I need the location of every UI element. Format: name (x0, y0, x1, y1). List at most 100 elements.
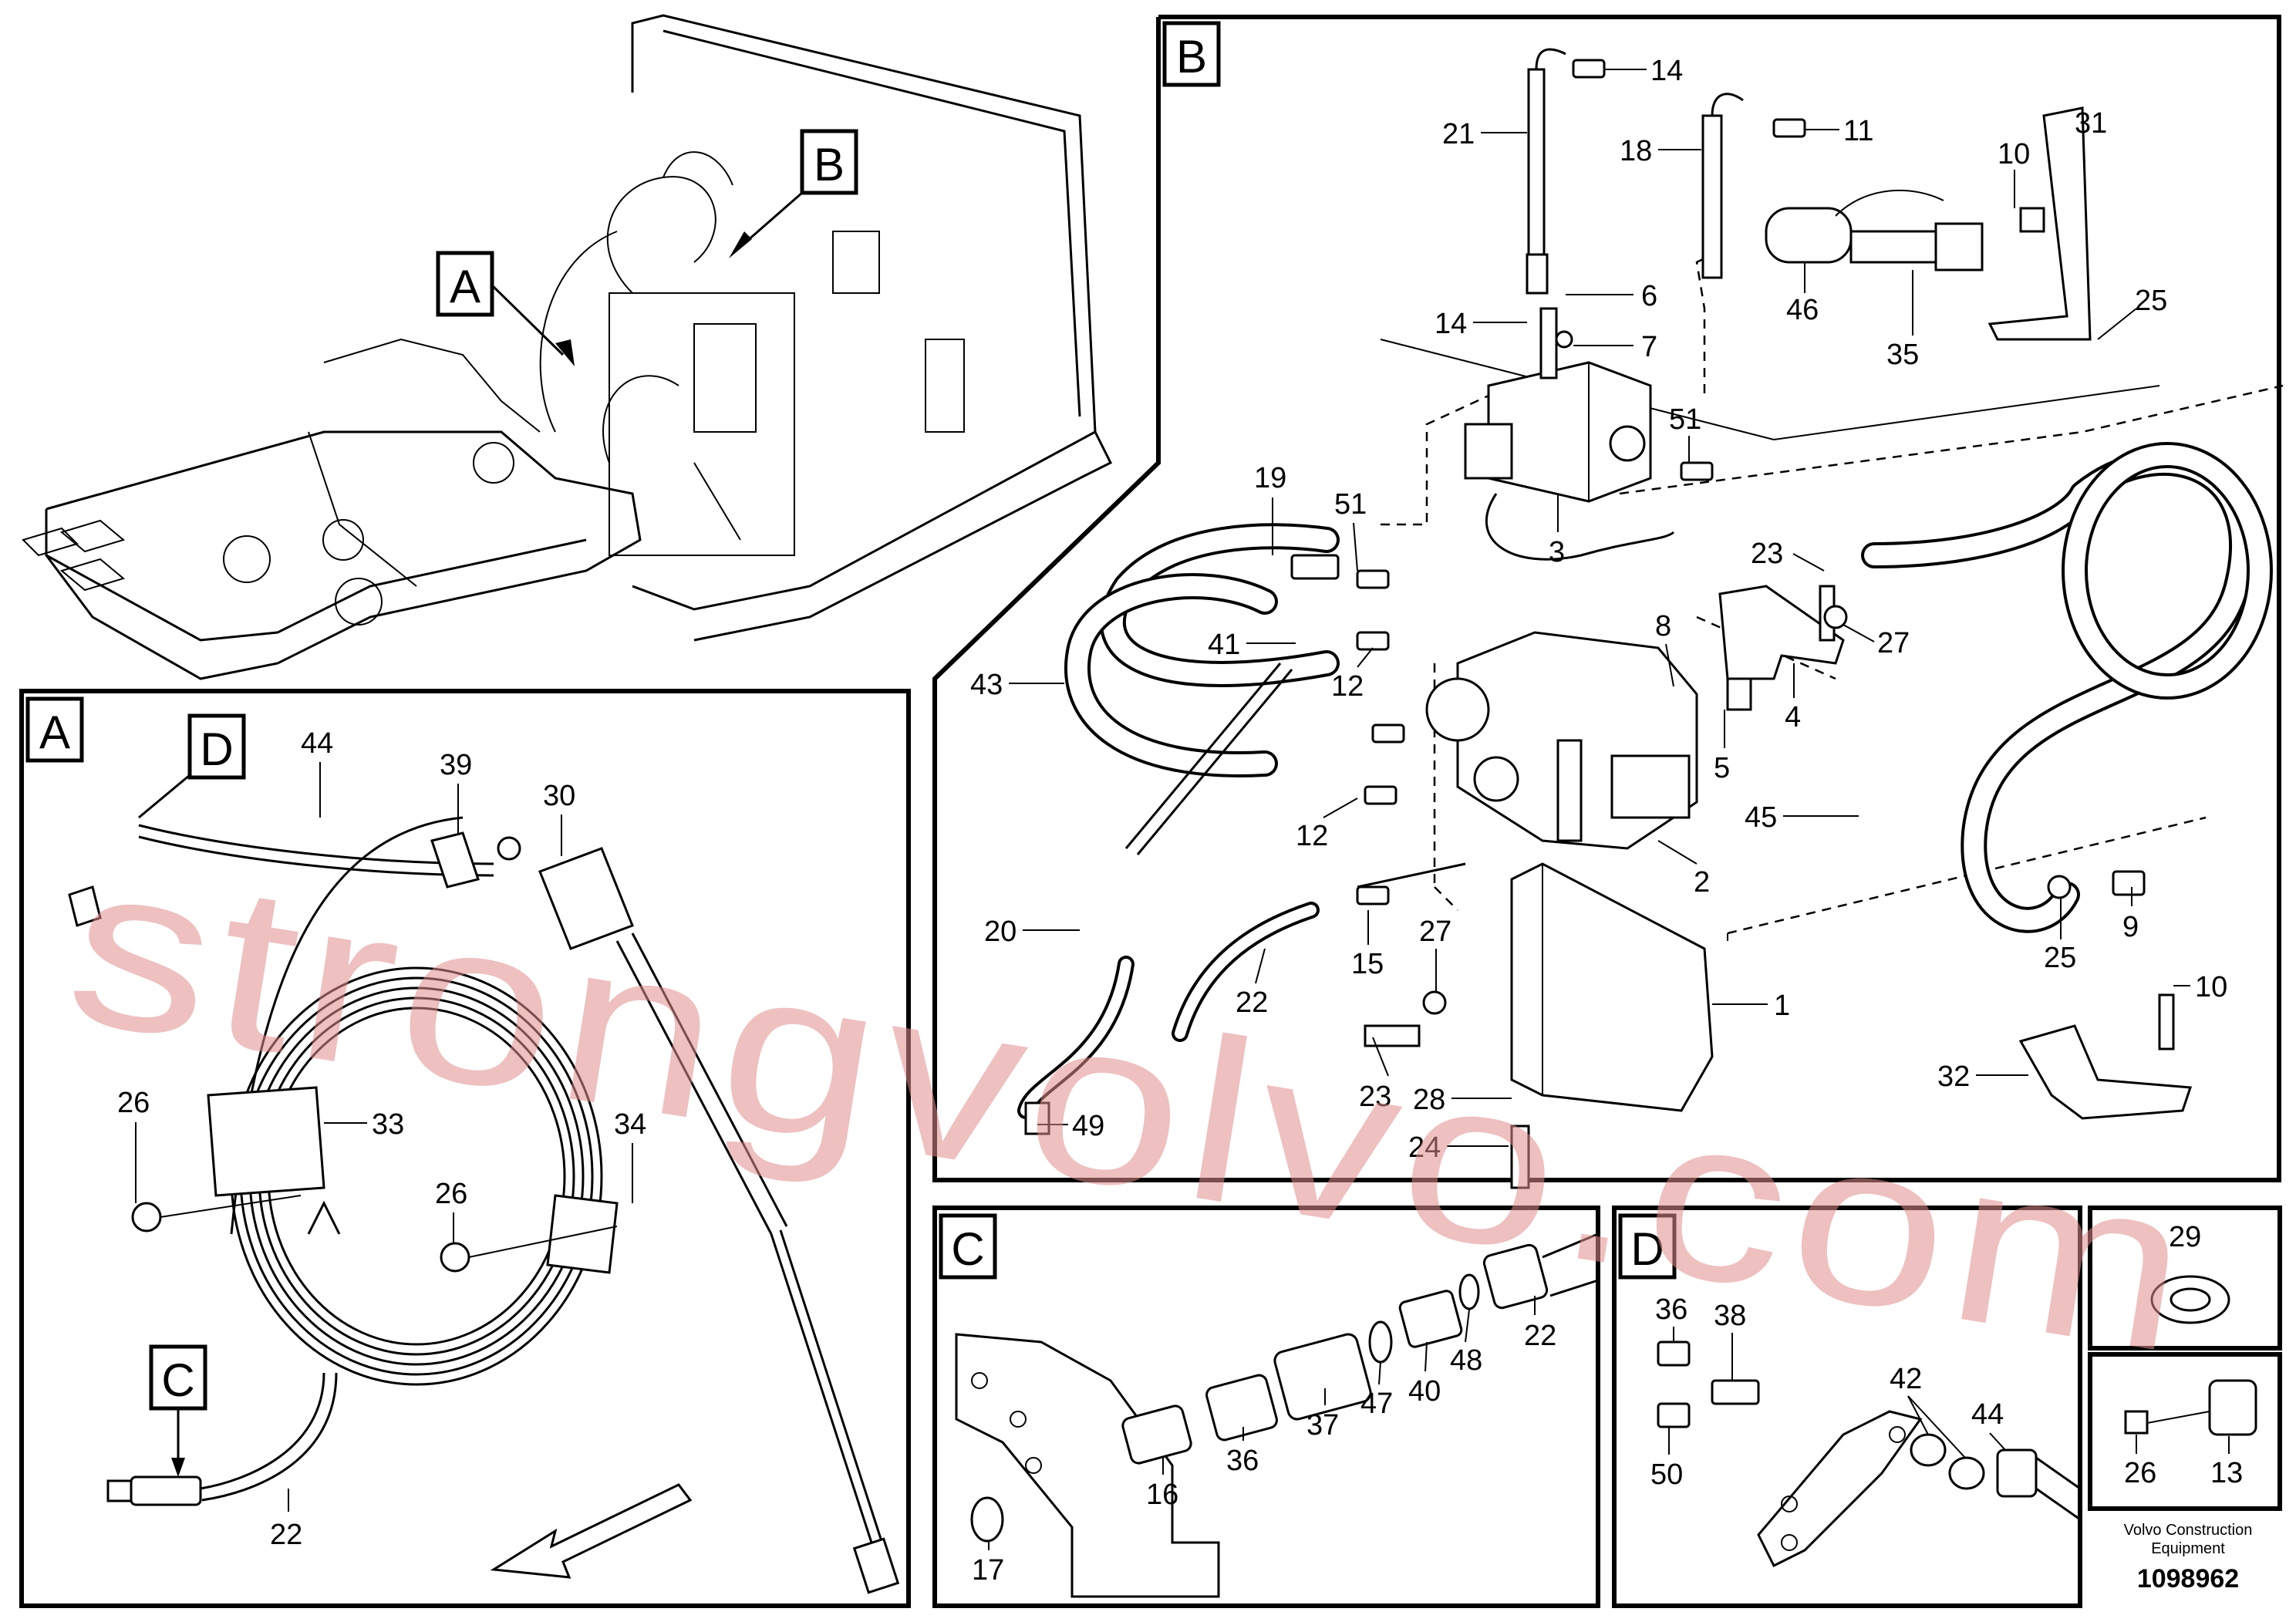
callout-c-16: 16 (1146, 1479, 1178, 1511)
callout-d-36: 36 (1655, 1293, 1687, 1326)
callout-a-34: 34 (614, 1108, 646, 1141)
callout-c-22: 22 (1524, 1320, 1556, 1352)
callout-b-1: 1 (1774, 990, 1790, 1022)
callout-c-47: 47 (1360, 1388, 1393, 1420)
footer-brand: Volvo Construction (2124, 1522, 2253, 1539)
callout-c-48: 48 (1450, 1344, 1482, 1377)
panel-b-hose-21 (1526, 48, 1566, 295)
callout-b-7: 7 (1641, 331, 1657, 363)
panel-b-hose-45 (1861, 442, 2273, 933)
panel-a-pointer-d: D (200, 723, 233, 775)
panel-b-hose-22 (1172, 862, 1466, 1042)
callout-e-26: 26 (2124, 1457, 2156, 1489)
callout-b-23-top: 23 (1751, 538, 1783, 570)
callout-b-35: 35 (1886, 339, 1919, 371)
callout-e-29: 29 (2169, 1221, 2201, 1253)
callout-b-2: 2 (1694, 866, 1710, 899)
view-a-label: A (39, 706, 70, 758)
panel-c-coupling-stack (970, 1233, 1599, 1543)
callout-b-51-top: 51 (1669, 403, 1701, 436)
panel-a-gas-strut (538, 847, 900, 1594)
callout-c-17: 17 (972, 1554, 1004, 1587)
panel-e (2088, 1206, 2282, 1511)
callout-b-5: 5 (1714, 752, 1730, 784)
callout-b-51-mid: 51 (1334, 488, 1367, 521)
panel-b-bracket-32 (2018, 1024, 2193, 1120)
callout-b-15: 15 (1351, 948, 1384, 980)
callout-a-26-mid: 26 (435, 1178, 467, 1210)
callout-b-6: 6 (1641, 280, 1657, 312)
callout-b-18: 18 (1620, 135, 1652, 167)
callout-b-10-top: 10 (1998, 138, 2030, 170)
callout-b-9: 9 (2122, 911, 2139, 943)
panel-d-callouts: 36 38 42 44 50 (1650, 1293, 2006, 1491)
footer: Volvo Construction Equipment 1098962 (2124, 1522, 2253, 1593)
panel-a-pointer-c: C (161, 1354, 194, 1406)
callout-b-32: 32 (1937, 1061, 1970, 1093)
callout-b-21: 21 (1442, 118, 1475, 150)
callout-b-14-top: 14 (1650, 55, 1683, 87)
callout-b-14-mid: 14 (1435, 308, 1467, 340)
callout-b-10-low: 10 (2195, 971, 2227, 1003)
view-b-label: B (1176, 31, 1207, 83)
panel-e-callouts: 29 26 13 (2124, 1221, 2243, 1489)
callout-b-23-low: 23 (1359, 1081, 1391, 1113)
overview-pointer-b: B (814, 139, 845, 191)
callout-b-25-top: 25 (2135, 285, 2167, 317)
callout-b-12-low: 12 (1296, 820, 1328, 852)
callout-b-20: 20 (984, 916, 1017, 948)
panel-c (932, 1206, 1600, 1608)
callout-a-39: 39 (440, 749, 472, 781)
panel-c-callouts: 22 48 40 47 37 36 16 17 (972, 1296, 1556, 1587)
footer-brand-line2: Equipment (2151, 1540, 2225, 1557)
callout-c-36: 36 (1226, 1445, 1259, 1477)
callout-b-8: 8 (1655, 610, 1671, 642)
panel-b-bracket-31 (1988, 106, 2092, 341)
callout-b-24: 24 (1408, 1131, 1441, 1164)
callout-b-19: 19 (1254, 462, 1286, 494)
panel-a-clamps (68, 831, 619, 1274)
panel-b-bracket-1 (1510, 862, 1714, 1112)
callout-c-40: 40 (1408, 1375, 1441, 1408)
callout-b-46: 46 (1786, 294, 1819, 326)
footer-drawing-number: 1098962 (2137, 1564, 2239, 1593)
callout-a-22: 22 (270, 1519, 302, 1551)
callout-b-28: 28 (1413, 1084, 1445, 1116)
callout-c-37: 37 (1306, 1409, 1339, 1442)
callout-a-30: 30 (543, 780, 575, 812)
panel-b-fittings (1024, 59, 2175, 1189)
panel-a (19, 689, 911, 1608)
panel-a-callouts: 44 39 30 26 33 34 26 22 (117, 727, 646, 1551)
callout-b-4: 4 (1785, 701, 1801, 733)
callout-d-42: 42 (1890, 1363, 1922, 1395)
overview-machine-frame (22, 14, 1113, 680)
callout-b-11: 11 (1843, 115, 1873, 147)
overview-pointer-a: A (450, 261, 480, 312)
callout-b-25-low: 25 (2044, 942, 2076, 974)
panel-b-valve-3 (1464, 361, 1675, 561)
panel-a-small-hose (106, 1372, 338, 1506)
panel-d (1612, 1206, 2082, 1608)
panel-b-pump-2 (1425, 631, 1698, 850)
callout-a-33: 33 (372, 1108, 404, 1141)
callout-b-49: 49 (1072, 1110, 1104, 1142)
callout-d-38: 38 (1714, 1300, 1746, 1332)
callout-b-43: 43 (970, 669, 1003, 701)
panel-b-callouts: 14 21 18 11 10 31 6 7 14 46 25 35 51 19 … (970, 55, 2227, 1164)
callout-a-44: 44 (301, 727, 333, 760)
view-c-label: C (951, 1223, 984, 1275)
callout-b-3: 3 (1549, 536, 1565, 568)
callout-e-13: 13 (2210, 1457, 2243, 1489)
view-letter-badges: B A C D A B D C (25, 21, 1677, 1477)
direction-arrow-icon (490, 1483, 693, 1579)
panel-b (932, 15, 2284, 1189)
panel-b-coupler-46 (1765, 189, 1984, 271)
view-d-label: D (1630, 1223, 1664, 1275)
callout-b-41: 41 (1208, 629, 1240, 661)
callout-b-27-top: 27 (1877, 627, 1910, 659)
callout-d-50: 50 (1650, 1458, 1683, 1491)
callout-b-31: 31 (2075, 107, 2107, 140)
callout-a-26-left: 26 (117, 1087, 150, 1119)
panel-b-hose-43 (1064, 523, 1340, 777)
panel-b-hose-18 (1701, 93, 1744, 279)
